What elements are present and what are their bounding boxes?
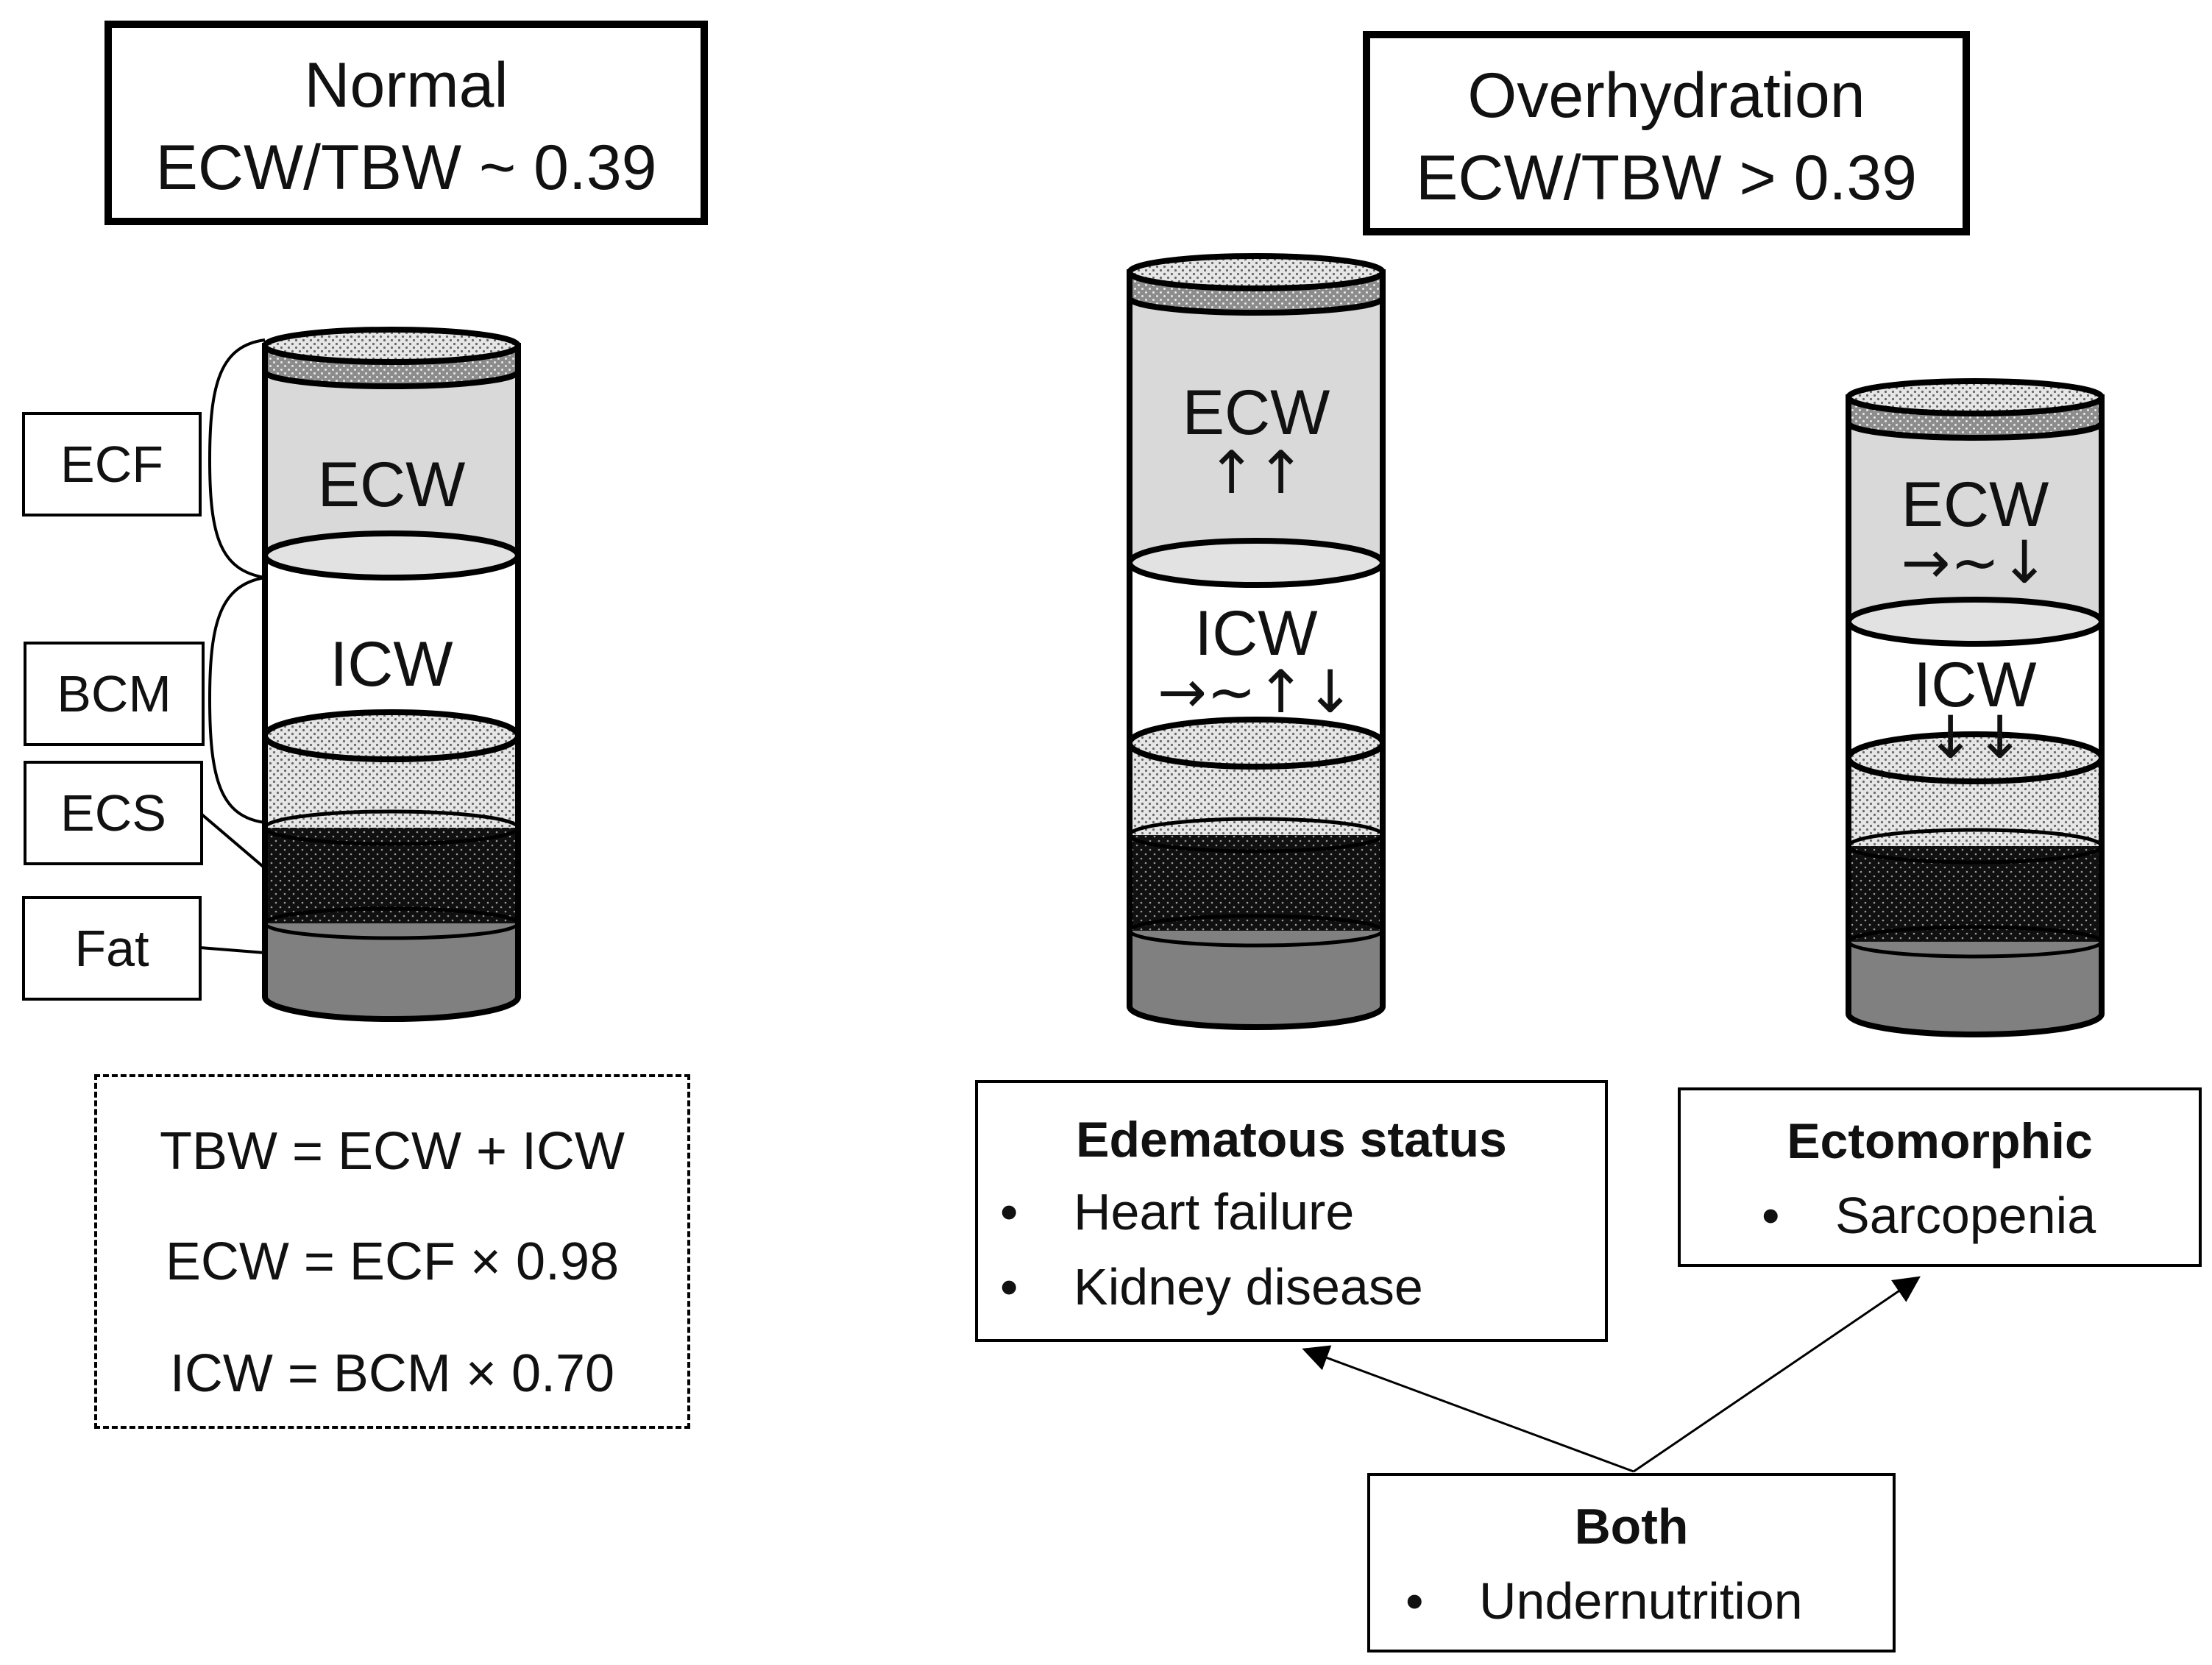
normal-cylinder: [262, 327, 521, 1022]
fat-connector: [199, 946, 266, 954]
both-title: Both: [1574, 1499, 1689, 1555]
formula-tbw: TBW = ECW + ICW: [159, 1122, 625, 1181]
bullet: •: [1000, 1258, 1018, 1316]
edematous-item-kidney-disease: • Kidney disease: [1000, 1257, 1423, 1316]
edematous-fat-layer: [1127, 920, 1386, 1030]
edematous-icw-change: →∼↑↓: [1158, 658, 1355, 726]
formula-box: TBW = ECW + ICW ECW = ECF × 0.98 ICW = B…: [94, 1074, 690, 1429]
overhydration-title: Overhydration: [1467, 60, 1865, 131]
fat-label: Fat: [74, 920, 149, 977]
ectomorphic-item-label: Sarcopenia: [1835, 1187, 2096, 1244]
normal-ecw-label: ECW: [318, 450, 466, 520]
both-item-undernutrition: • Undernutrition: [1405, 1572, 1803, 1630]
both-item-label: Undernutrition: [1479, 1572, 1803, 1630]
edematous-item-heart-failure: • Heart failure: [1000, 1182, 1354, 1241]
ectomorphic-cylinder: [1846, 378, 2105, 1037]
ectomorphic-item-sarcopenia: • Sarcopenia: [1762, 1186, 2096, 1245]
overhydration-title-box: Overhydration ECW/TBW > 0.39: [1363, 31, 1970, 235]
normal-ecw-layer: [265, 364, 518, 555]
ectomorphic-box: Ectomorphic • Sarcopenia: [1678, 1087, 2202, 1267]
ectomorphic-ecw-change: →∼↓: [1901, 528, 2049, 597]
overhydration-ratio: ECW/TBW > 0.39: [1416, 143, 1917, 213]
bullet: •: [1762, 1187, 1780, 1244]
ectomorphic-title: Ectomorphic: [1787, 1113, 2093, 1169]
ectomorphic-icw-change: ↓↓: [1926, 703, 2024, 772]
ecf-brace: [208, 338, 266, 579]
normal-title-box: Normal ECW/TBW ~ 0.39: [104, 21, 708, 225]
normal-ratio: ECW/TBW ~ 0.39: [155, 132, 657, 203]
ecs-label-box: ECS: [24, 761, 203, 865]
edematous-cylinder: [1127, 253, 1386, 1030]
ecs-label: ECS: [60, 784, 166, 842]
normal-icw-layer: [265, 555, 518, 736]
edematous-item-label: Heart failure: [1074, 1183, 1355, 1240]
edematous-ecw-change: ↑↑: [1207, 439, 1305, 507]
ecf-label-box: ECF: [22, 412, 202, 516]
bullet: •: [1000, 1183, 1018, 1240]
bcm-label-box: BCM: [24, 642, 205, 746]
edematous-ecw-layer: [1130, 291, 1383, 563]
ectomorphic-fat-layer: [1846, 931, 2105, 1037]
ectomorphic-ecw-layer: [1848, 416, 2102, 622]
edematous-ecw-label: ECW: [1183, 377, 1330, 448]
both-to-ectomorphic-arrow: [1633, 1276, 1921, 1473]
ectomorphic-ecw-label: ECW: [1901, 469, 2049, 540]
formula-ecw: ECW = ECF × 0.98: [165, 1232, 620, 1291]
ecs-connector: [199, 812, 266, 870]
normal-fat-layer: [262, 913, 521, 1022]
edematous-status-box: Edematous status • Heart failure • Kidney …: [975, 1080, 1608, 1342]
bcm-brace: [208, 576, 266, 824]
ecf-label: ECF: [60, 436, 163, 493]
edematous-item-label: Kidney disease: [1074, 1258, 1423, 1316]
bcm-label: BCM: [57, 665, 171, 723]
ectomorphic-icw-label: ICW: [1913, 650, 2036, 720]
edematous-status-title: Edematous status: [1076, 1112, 1507, 1168]
normal-title: Normal: [304, 50, 508, 121]
bullet: •: [1405, 1572, 1424, 1630]
edematous-icw-label: ICW: [1194, 598, 1317, 669]
both-box: Both • Undernutrition: [1367, 1473, 1896, 1652]
fat-label-box: Fat: [22, 896, 202, 1001]
formula-icw: ICW = BCM × 0.70: [169, 1344, 615, 1403]
edematous-icw-layer: [1130, 563, 1383, 743]
normal-icw-label: ICW: [330, 629, 453, 700]
both-to-edematous-arrow: [1302, 1345, 1634, 1473]
